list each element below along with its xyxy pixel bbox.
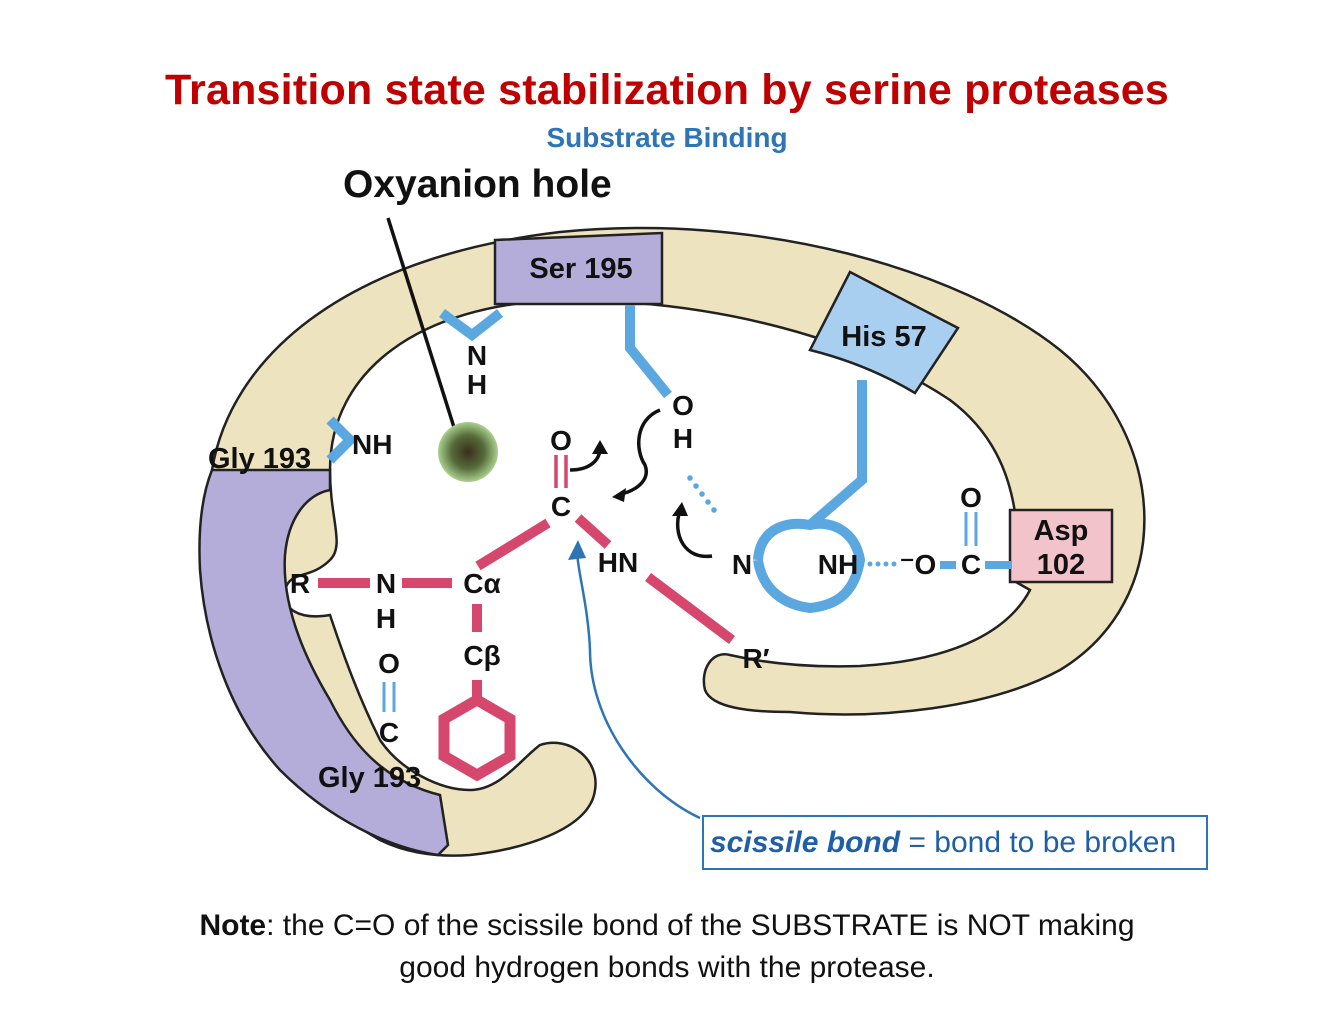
hn-label: HN bbox=[598, 547, 638, 578]
his57-label: His 57 bbox=[841, 321, 926, 353]
glycine-strip bbox=[198, 468, 450, 857]
callout-term: scissile bond bbox=[710, 826, 901, 859]
ser-o: O bbox=[672, 390, 694, 421]
substrate-c: C bbox=[379, 717, 399, 748]
scissile-arrow bbox=[576, 544, 701, 820]
scissile-arrowhead bbox=[568, 540, 586, 560]
asp102-label-2: 102 bbox=[1037, 549, 1085, 581]
note-line-1: Note: the C=O of the scissile bond of th… bbox=[0, 905, 1334, 947]
ser-backbone-n: N bbox=[467, 340, 487, 371]
oxyanion-pointer-line bbox=[386, 217, 460, 441]
title: Transition state stabilization by serine… bbox=[164, 66, 1170, 114]
c-beta: Cβ bbox=[463, 640, 500, 671]
gly193-lower-label: Gly 193 bbox=[318, 762, 421, 794]
gly-nh: NH bbox=[352, 429, 392, 460]
his-nh: NH bbox=[818, 549, 858, 580]
ser-backbone-h: H bbox=[467, 369, 487, 400]
note-text: : the C=O of the scissile bond of the SU… bbox=[266, 909, 1135, 942]
substrate-o: O bbox=[378, 648, 400, 679]
asp102-label-1: Asp bbox=[1034, 515, 1089, 547]
ser-h: H bbox=[673, 423, 693, 454]
r-prime-group: R′ bbox=[743, 643, 770, 674]
enzyme-bonds bbox=[326, 305, 1012, 614]
oxyanion-hole-dot bbox=[438, 422, 498, 482]
callout-definition: = bond to be broken bbox=[900, 826, 1177, 859]
aspartate-box bbox=[1008, 508, 1114, 584]
r-group: R bbox=[290, 568, 310, 599]
asp-c: C bbox=[961, 549, 981, 580]
carbonyl-c: C bbox=[551, 491, 571, 522]
note-line-2: good hydrogen bonds with the protease. bbox=[399, 951, 935, 984]
asp-o-minus: ⁻O bbox=[900, 549, 937, 580]
arrowheads bbox=[592, 440, 688, 516]
substrate-bonds bbox=[318, 455, 735, 782]
note-label: Note bbox=[199, 909, 267, 942]
ser195-label: Ser 195 bbox=[529, 253, 632, 285]
carbonyl-o: O bbox=[550, 425, 572, 456]
substrate-h: H bbox=[376, 603, 396, 634]
oxyanion-hole-label: Oxyanion hole bbox=[343, 163, 612, 206]
note: Note: the C=O of the scissile bond of th… bbox=[0, 905, 1334, 989]
protein-backbone bbox=[198, 226, 1146, 857]
his-n: N bbox=[732, 549, 752, 580]
substrate-carbonyl-bond bbox=[382, 682, 396, 712]
histidine-box bbox=[808, 270, 960, 395]
serine-box bbox=[493, 231, 664, 306]
subtitle: Substrate Binding bbox=[546, 122, 788, 153]
c-alpha: Cα bbox=[463, 568, 500, 599]
gly193-upper-label: Gly 193 bbox=[208, 443, 311, 475]
scissile-bond-callout: scissile bond = bond to be broken bbox=[702, 815, 1208, 870]
substrate-n: N bbox=[376, 568, 396, 599]
asp-o-top: O bbox=[960, 482, 982, 513]
hydrogen-bond-dots bbox=[687, 475, 897, 567]
